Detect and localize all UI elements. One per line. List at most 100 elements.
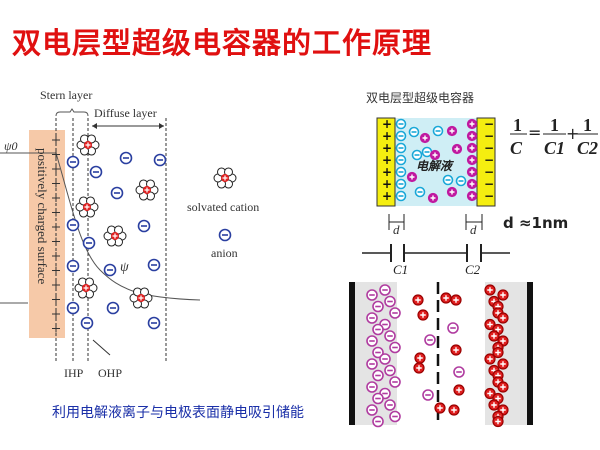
anion-icon: [366, 312, 378, 324]
anion-icon: [218, 228, 232, 242]
anion-icon: [66, 155, 80, 169]
solvated-cation-icon: [135, 179, 159, 201]
anion-icon: [384, 364, 396, 377]
anion-icon: [384, 295, 396, 308]
anion-icon: [389, 341, 401, 354]
anion-icon: [80, 316, 94, 330]
anion-icon: [395, 130, 407, 142]
svg-text:=: =: [528, 123, 541, 142]
cation-icon: [448, 404, 460, 416]
cation-icon: [466, 166, 478, 178]
surface-plus-icon: [52, 281, 60, 289]
anion-icon: [119, 151, 133, 165]
anion-icon: [455, 175, 467, 187]
cation-icon: [497, 381, 509, 393]
cation-icon: [446, 186, 458, 198]
solvated-cation-icon: [129, 287, 153, 309]
cation-icon: [427, 192, 439, 204]
positive-plate: [376, 117, 396, 207]
page-title: 双电层型超级电容器的工作原理: [12, 26, 433, 60]
anion-icon: [395, 142, 407, 154]
anion-icon: [372, 392, 384, 405]
cation-icon: [492, 392, 504, 405]
cation-icon: [466, 142, 478, 154]
cation-icon: [497, 289, 509, 301]
anion-icon: [366, 404, 378, 416]
psi-label: ψ: [120, 260, 129, 275]
ion-distribution-illustration: [345, 282, 540, 428]
surface-label: positively charged surface: [35, 148, 50, 285]
plate-plus-icon: +: [382, 153, 392, 167]
cation-icon: [434, 402, 446, 414]
cation-icon: [406, 171, 418, 183]
anion-icon: [379, 284, 391, 296]
cation-icon: [466, 178, 478, 190]
surface-plus-icon: [52, 165, 60, 173]
ohp-pointer: [92, 339, 111, 356]
formula-t2-num: 1: [583, 115, 592, 135]
caption: 利用电解液离子与电极表面静电吸引储能: [52, 405, 304, 421]
anion-icon: [424, 334, 436, 346]
anion-icon: [408, 126, 420, 138]
d-label-left: d: [393, 222, 400, 237]
cation-icon: [492, 415, 504, 428]
surface-plus-icon: [52, 194, 60, 202]
cation-icon: [413, 362, 425, 374]
cation-icon: [450, 344, 462, 356]
cation-icon: [484, 353, 496, 365]
anion-icon: [395, 154, 407, 166]
solvated-cation-icon: [213, 167, 237, 189]
cation-icon: [488, 399, 500, 411]
cation-icon: [417, 309, 429, 321]
capacitor-heading: 双电层型超级电容器: [366, 91, 475, 105]
plate-minus-icon: −: [484, 177, 494, 191]
surface-plus-icon: [52, 223, 60, 231]
surface-plus-icon: [52, 295, 60, 304]
left-electrode: [349, 282, 355, 425]
cation-icon: [450, 294, 462, 306]
svg-text:+: +: [566, 124, 579, 143]
negative-plate: [476, 117, 496, 207]
ohp-label: OHP: [98, 366, 123, 380]
cation-icon: [466, 154, 478, 166]
d-value: d ≈1nm: [503, 214, 569, 232]
solvated-cation-icon: [74, 277, 98, 299]
plate-minus-icon: −: [484, 129, 494, 143]
plate-plus-icon: +: [382, 165, 392, 179]
formula-t1-num: 1: [550, 115, 559, 135]
anion-icon: [447, 322, 459, 334]
cation-icon: [453, 384, 465, 396]
surface-plus-icon: [52, 237, 60, 246]
cation-icon: [497, 358, 509, 370]
surface-plus-icon: [52, 150, 60, 159]
right-electrode: [527, 282, 533, 425]
potential-curve: [55, 152, 201, 301]
anion-icon: [366, 289, 378, 301]
anion-icon: [379, 353, 391, 365]
cation-icon: [446, 125, 458, 137]
anion-icon: [372, 369, 384, 382]
solvated-cation-icon: [75, 196, 99, 218]
anion-icon: [384, 330, 396, 342]
surface-plus-icon: [52, 136, 60, 144]
anion-icon: [366, 335, 378, 347]
psi0-label: ψ0: [4, 139, 18, 153]
anion-icon: [366, 381, 378, 393]
plate-plus-icon: +: [382, 177, 392, 191]
surface-plus-icon: [52, 252, 60, 260]
plate-minus-icon: −: [484, 153, 494, 167]
cation-icon: [484, 387, 496, 400]
anion-icon: [411, 149, 423, 161]
plate-minus-icon: −: [484, 165, 494, 179]
cation-icon: [484, 318, 496, 331]
stern-layer-label: Stern layer: [40, 88, 93, 102]
plate-plus-icon: +: [382, 189, 392, 203]
cation-icon: [440, 292, 452, 304]
plate-minus-icon: −: [484, 189, 494, 203]
surface-plus-icon: [52, 310, 60, 318]
anion-icon: [66, 301, 80, 315]
anion-icon: [389, 307, 401, 319]
cation-icon: [451, 143, 463, 155]
formula-t1-den: C1: [544, 138, 566, 158]
